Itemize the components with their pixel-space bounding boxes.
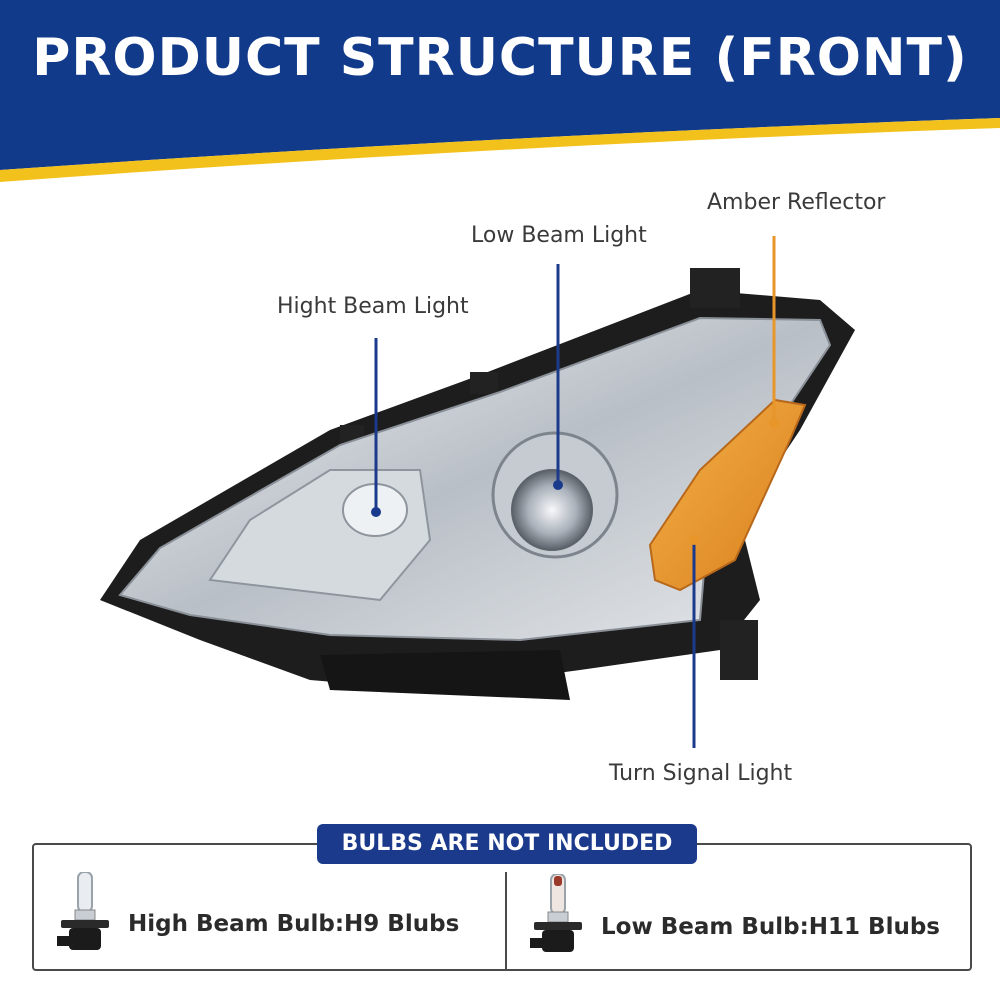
amber-reflector (648, 398, 807, 592)
callout-dot-high-beam (371, 507, 381, 517)
projector-lens (511, 469, 593, 551)
mount-tab (470, 372, 498, 394)
bulbs-not-included-badge: BULBS ARE NOT INCLUDED (317, 824, 697, 864)
header-banner: PRODUCT STRUCTURE (FRONT) (0, 0, 1000, 200)
callout-dot-amber (769, 418, 779, 428)
callout-label-turn-signal: Turn Signal Light (609, 761, 793, 786)
low-beam-bulb-label: Low Beam Bulb:H11 Blubs (601, 914, 940, 940)
callout-label-low-beam: Low Beam Light (471, 223, 647, 248)
callout-label-amber-reflector: Amber Reflector (707, 190, 886, 215)
callout-dot-turn-signal (689, 535, 699, 545)
page-title: PRODUCT STRUCTURE (FRONT) (32, 28, 968, 88)
h9-bulb-icon (57, 872, 109, 950)
callout-label-high-beam: Hight Beam Light (277, 294, 469, 319)
headlight-illustration (100, 236, 855, 748)
mount-tab (690, 268, 740, 308)
bottom-bracket (320, 650, 570, 700)
banner-graphic (0, 0, 1000, 182)
h11-bulb-icon (530, 874, 582, 952)
mount-tab (720, 620, 758, 680)
callout-dot-low-beam (553, 480, 563, 490)
high-beam-bulb-label: High Beam Bulb:H9 Blubs (128, 911, 460, 937)
bulbs-divider (505, 872, 507, 970)
